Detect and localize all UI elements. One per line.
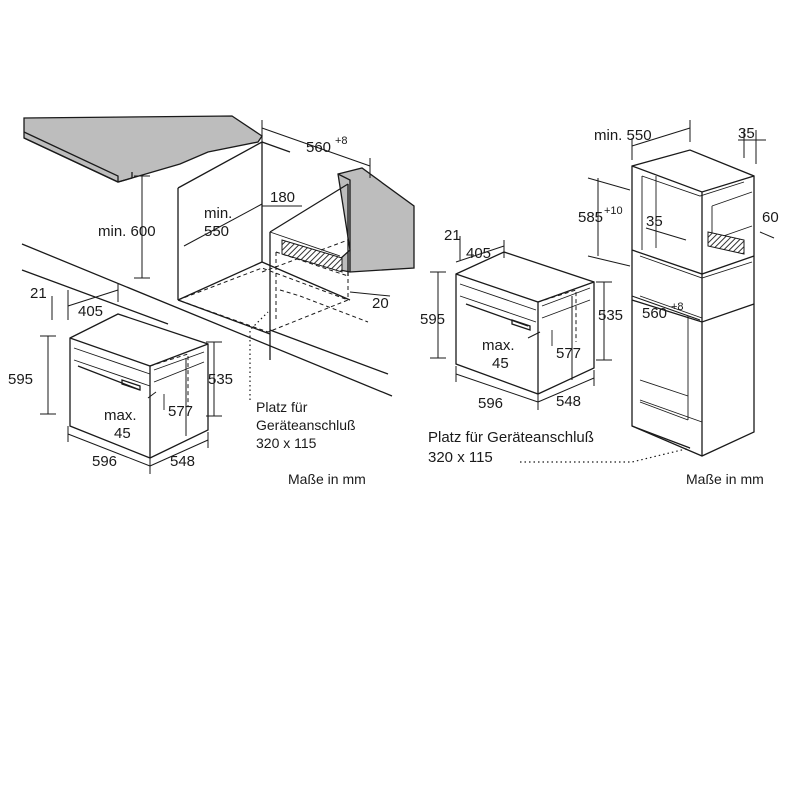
dim-577-label: 577 [168, 403, 193, 420]
dim-35-vent-label: 35 [646, 213, 663, 230]
dim-bottom-left: 596 548 [67, 426, 209, 474]
units-label-right: Maße in mm [686, 471, 764, 487]
dim-595-right: 595 [420, 271, 446, 359]
left-diagram: 560 +8 min. 600 min. 550 180 20 [8, 115, 415, 487]
dim-oven-top-left: 21 405 [30, 284, 119, 320]
dim-counter-depth: 560 +8 [261, 120, 371, 178]
dim-595-label: 595 [8, 371, 33, 388]
connector-line2: Geräteanschluß [256, 417, 356, 433]
dim-577-right: 577 [556, 296, 581, 380]
dim-560-right: 560 +8 [631, 295, 701, 322]
worktop [23, 115, 263, 183]
dim-405-right-label: 405 [466, 245, 491, 262]
connector-line3: 320 x 115 [256, 435, 317, 451]
dim-535-left: 535 [206, 341, 233, 417]
dim-595-left: 595 [8, 335, 56, 415]
dim-560-label: 560 [306, 139, 331, 156]
dim-min-600: min. 600 [98, 175, 156, 279]
dim-585: 585 +10 [578, 177, 631, 267]
dim-548-label: 548 [170, 453, 195, 470]
dim-577-right-label: 577 [556, 345, 581, 362]
dim-max-right-label: max. [482, 337, 515, 354]
floor-line-right [269, 329, 389, 375]
dim-max-right-value: 45 [492, 355, 509, 372]
dim-20-label: 20 [372, 295, 389, 312]
dim-min-550: min. 550 [183, 203, 263, 247]
dim-560-right-label: 560 [642, 305, 667, 322]
right-diagram: min. 550 35 585 +10 35 60 [420, 120, 779, 487]
dim-min-550-right: min. 550 [594, 120, 691, 160]
dim-min-550-value: 550 [204, 223, 229, 240]
dim-max-value: 45 [114, 425, 131, 442]
dim-180: 180 [261, 189, 302, 214]
units-label-left: Maße in mm [288, 471, 366, 487]
dim-35-vent: 35 [645, 213, 687, 241]
dim-535-label: 535 [208, 371, 233, 388]
dim-bottom-right: 596 548 [455, 366, 595, 412]
connector-note-left: Platz für Geräteanschluß 320 x 115 [249, 311, 356, 451]
connector-line1: Platz für [256, 399, 308, 415]
dim-21-label: 21 [30, 285, 47, 302]
tall-cabinet [631, 149, 755, 457]
connector-right-line1: Platz für Geräteanschluß [428, 429, 594, 446]
dim-60: 60 [753, 209, 779, 240]
oven-right [455, 251, 595, 395]
dim-60-label: 60 [762, 209, 779, 226]
oven-left [69, 313, 209, 459]
dim-21-right-label: 21 [444, 227, 461, 244]
dim-max-45-left: max. 45 [104, 391, 157, 442]
dim-max-45-right: max. 45 [482, 331, 541, 372]
dim-577-left: 577 [168, 358, 193, 436]
dim-min-550-prefix: min. [204, 205, 232, 222]
connector-area-right [707, 231, 745, 255]
dim-max-label: max. [104, 407, 137, 424]
worktop-right [328, 167, 415, 273]
dim-560-right-tol: +8 [671, 301, 684, 313]
dim-585-label: 585 [578, 209, 603, 226]
dim-35-top-label: 35 [738, 125, 755, 142]
dim-585-tol: +10 [604, 205, 623, 217]
dim-596-label: 596 [92, 453, 117, 470]
dim-560-tol: +8 [335, 135, 348, 147]
connector-area-left [281, 239, 343, 273]
dim-35-top: 35 [738, 125, 766, 164]
dim-535-right: 535 [596, 281, 623, 361]
connector-note-right: Platz für Geräteanschluß 320 x 115 [428, 429, 691, 466]
floor-line-back [21, 243, 393, 397]
dim-535-right-label: 535 [598, 307, 623, 324]
dim-596-right-label: 596 [478, 395, 503, 412]
dim-min-600-label: min. 600 [98, 223, 156, 240]
dim-405-label: 405 [78, 303, 103, 320]
dim-20: 20 [349, 291, 391, 312]
dim-548-right-label: 548 [556, 393, 581, 410]
dim-595-right-label: 595 [420, 311, 445, 328]
dim-180-label: 180 [270, 189, 295, 206]
dim-min-550-right-label: min. 550 [594, 127, 652, 144]
dim-oven-top-right: 21 405 [444, 227, 505, 263]
connector-right-line2: 320 x 115 [428, 449, 493, 466]
